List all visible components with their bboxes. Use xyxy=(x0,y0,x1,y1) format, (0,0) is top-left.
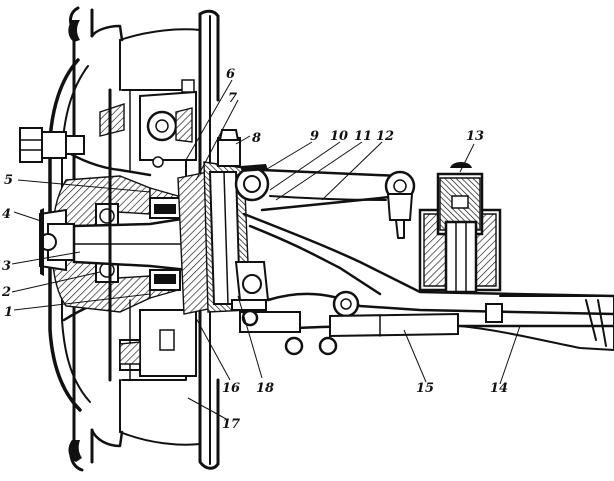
brake-shoe-lower xyxy=(119,309,197,377)
upper-control-arm xyxy=(260,168,402,212)
callout-2: 2 xyxy=(1,285,11,300)
callout-8: 8 xyxy=(252,131,261,146)
callout-15: 15 xyxy=(416,381,434,396)
coil-spring-buffer xyxy=(418,162,502,294)
callout-11: 11 xyxy=(354,129,372,144)
callout-3: 3 xyxy=(2,259,11,274)
upper-ball-joint xyxy=(234,164,270,202)
callout-10: 10 xyxy=(330,129,348,144)
hub-cap xyxy=(39,208,75,276)
callout-14: 14 xyxy=(490,381,508,396)
lower-bolts xyxy=(241,309,338,356)
callout-7: 7 xyxy=(228,91,237,106)
callout-4: 4 xyxy=(2,207,11,222)
callout-leaders xyxy=(11,79,521,421)
callout-13: 13 xyxy=(466,129,484,144)
callout-16: 16 xyxy=(222,381,240,396)
steering-knuckle xyxy=(177,129,251,315)
callout-18: 18 xyxy=(256,381,274,396)
upper-arm-bushing xyxy=(384,170,416,239)
callout-labels: 1 2 3 4 5 6 7 8 9 10 11 12 13 14 15 16 1… xyxy=(1,67,508,432)
lower-arm-bushing xyxy=(332,290,503,323)
callout-9: 9 xyxy=(310,129,319,144)
stabilizer-link xyxy=(239,311,459,338)
callout-1: 1 xyxy=(4,305,13,320)
inner-bearing xyxy=(149,197,181,291)
brake-shoe-upper xyxy=(139,79,197,168)
wheel-stud-top xyxy=(19,103,125,163)
callout-12: 12 xyxy=(376,129,394,144)
callout-5: 5 xyxy=(4,173,13,188)
callout-6: 6 xyxy=(226,67,235,82)
callout-17: 17 xyxy=(222,417,240,432)
